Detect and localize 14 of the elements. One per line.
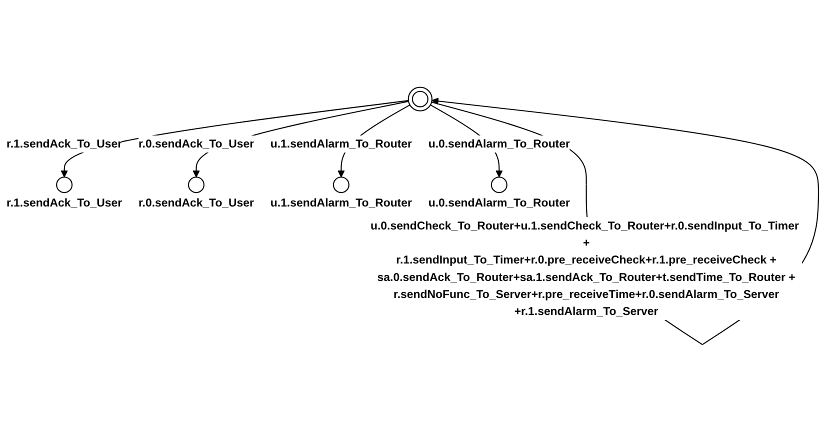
edge-label: u.0.sendAlarm_To_Router [428,137,570,150]
node-circle [490,176,508,194]
edge-label: u.1.sendAlarm_To_Router [270,137,412,150]
node-circle [332,176,350,194]
state-caption: u.1.sendAlarm_To_Router [270,198,412,210]
edge-label: u.0.sendCheck_To_Router+u.1.sendCheck_To_Router+r.0.sendInput_To_Timer + r.1.sendInput_To_Timer+r.0.pre_receiveCheck+r.1.pre_receiveCheck + sa.0.sendAck_To_Router+sa.1.sendAck_To_Router+t.sendTime_To_Router + r.sendNoFunc_To_Server+r.pre_receiveTime+r.0.sendAlarm_To_Server +r.1.sendAlarm_To_Server [370,218,799,318]
node-circle [56,176,73,194]
state-caption: r.1.sendAck_To_User [6,198,122,210]
edge-label: r.0.sendAck_To_User [138,137,254,150]
state-caption: u.0.sendAlarm_To_Router [428,198,570,210]
node-circle [408,86,432,112]
node-circle [188,176,204,194]
edge-label: r.1.sendAck_To_User [6,137,122,150]
state-caption: r.0.sendAck_To_User [138,198,254,210]
